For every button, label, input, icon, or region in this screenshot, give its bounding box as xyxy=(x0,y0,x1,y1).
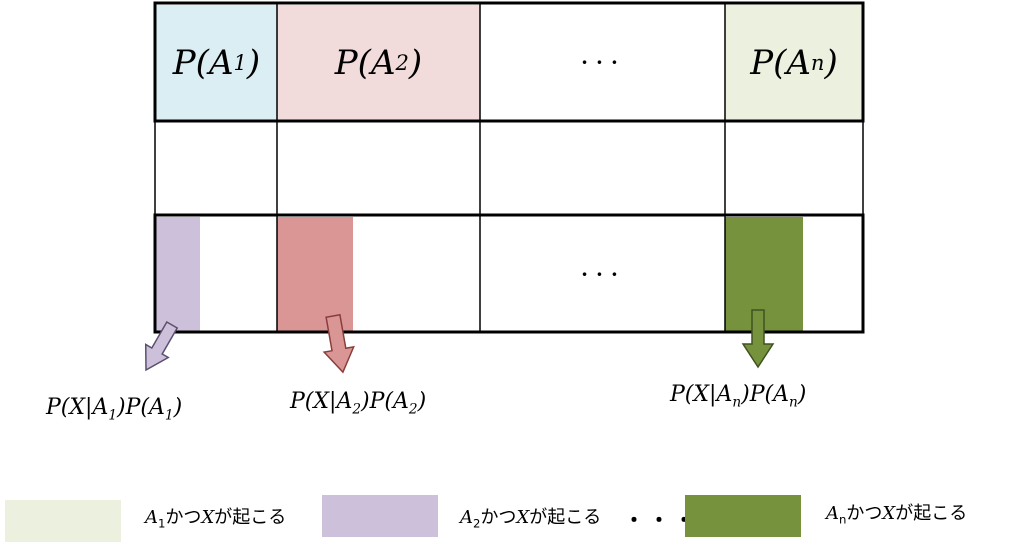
legend-swatch-a2 xyxy=(322,495,438,537)
cell-an-bg xyxy=(725,5,862,120)
bar-a2-and-x xyxy=(277,217,353,331)
cell-ellipsis-bottom: ··· xyxy=(580,257,625,291)
formula-a1: P(X|A1)P(A1) xyxy=(46,395,183,424)
legend-label-a1: A1かつXが起こる xyxy=(145,507,287,531)
formula-a2: P(X|A2)P(A2) xyxy=(290,389,427,418)
bar-a1-and-x xyxy=(156,217,200,331)
formula-an: P(X|An)P(An) xyxy=(670,382,807,411)
cell-a2-bg xyxy=(277,5,480,120)
cell-ellipsis-top: ··· xyxy=(580,46,625,79)
arrow-a2 xyxy=(322,313,355,374)
legend-label-a2: A2かつXが起こる xyxy=(460,507,602,531)
arrow-a1 xyxy=(144,320,179,372)
legend-swatch-an xyxy=(685,495,801,537)
legend-ellipsis: ・・・ xyxy=(624,508,699,532)
arrow-an xyxy=(741,309,775,369)
cell-a1-bg xyxy=(156,5,277,120)
legend-swatch-a1 xyxy=(5,500,121,542)
legend-label-an: AnかつXが起こる xyxy=(826,503,968,527)
